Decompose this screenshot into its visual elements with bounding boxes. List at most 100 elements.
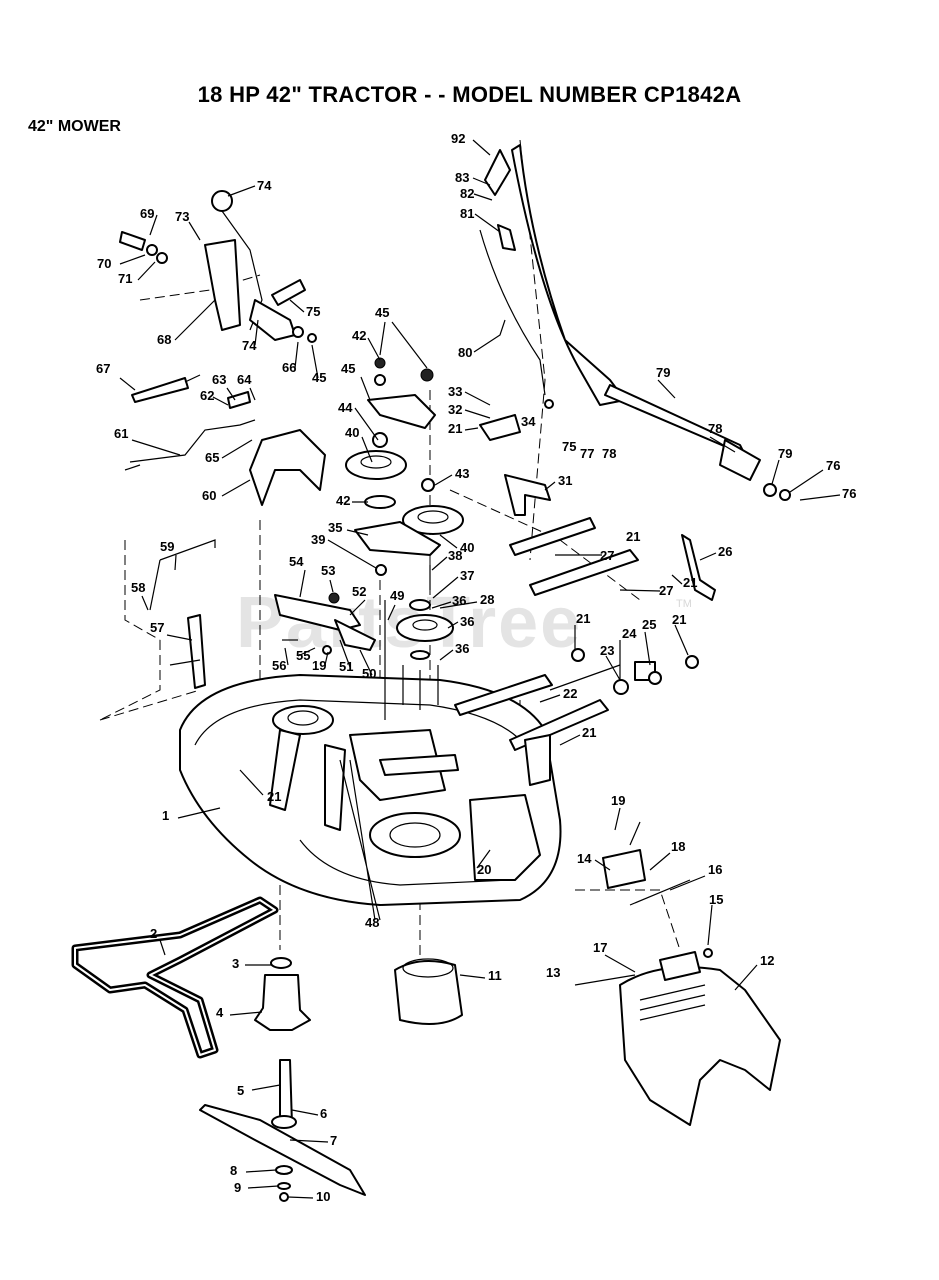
callout-6: 6 [320,1106,327,1121]
callout-78b: 79 [778,446,792,461]
callout-13: 13 [546,965,560,980]
callout-68: 70 [97,256,111,271]
callout-74a: 75 [562,439,576,454]
callout-31: 33 [448,384,462,399]
callout-54: 56 [272,658,286,673]
callout-38: 38 [448,548,462,563]
callout-21c: 21 [683,575,697,590]
callout-76: 78 [708,421,722,436]
callout-39: 39 [311,532,325,547]
callout-27a: 27 [600,548,614,563]
mower-deck [179,674,562,906]
callout-57: 59 [160,539,174,554]
drive-belt [71,896,279,1059]
callout-3: 3 [232,956,239,971]
callout-45a: 45 [312,370,326,385]
callout-35: 36 [460,614,474,629]
callout-21f: 21 [582,725,596,740]
callout-23: 23 [600,643,614,658]
callout-65: 67 [96,361,110,376]
callout-22: 22 [563,686,577,701]
callout-62: 64 [237,372,252,387]
callout-77: 79 [656,365,670,380]
callout-28: 28 [480,592,494,607]
callout-52: 54 [289,554,304,569]
callout-17: 17 [593,940,607,955]
callout-21e: 21 [672,612,686,627]
callout-34: 36 [455,641,469,656]
idler-pulley-assembly [345,357,464,720]
callout-73: 75 [306,304,320,319]
callout-29: 31 [558,473,572,488]
callout-69: 71 [118,271,132,286]
callout-66: 68 [157,332,171,347]
callout-12: 12 [760,953,774,968]
callout-60: 62 [200,388,214,403]
callout-81: 82 [460,186,474,201]
callout-30: 32 [448,402,462,417]
callout-75a: 77 [580,446,594,461]
callout-58: 60 [202,488,216,503]
callout-40b: 40 [460,540,474,555]
trademark-mark: TM [676,598,692,610]
callout-63: 65 [205,450,219,465]
callout-44: 45 [341,361,355,376]
callout-61: 63 [212,372,226,387]
callout-21a: 21 [448,421,462,436]
callout-78a: 78 [602,446,616,461]
callout-19a: 19 [312,658,326,673]
callout-5: 5 [237,1083,244,1098]
callout-labels: 92 83 82 81 74 69 73 70 71 75 68 74 66 4… [96,131,856,1204]
callout-33: 35 [328,520,342,535]
callout-37: 37 [460,568,474,583]
callout-83: 92 [451,131,465,146]
callout-16: 16 [708,862,722,877]
callout-41: 42 [336,493,350,508]
callout-24: 24 [622,626,637,641]
callout-50: 52 [352,584,366,599]
idler-arm-bracket [274,592,376,655]
callout-9: 9 [234,1180,241,1195]
callout-80: 81 [460,206,474,221]
callout-82: 83 [455,170,469,185]
callout-48: 50 [362,666,376,681]
callout-11: 11 [488,968,502,983]
callout-32: 34 [521,414,536,429]
callout-45b: 45 [375,305,389,320]
callout-26: 26 [718,544,732,559]
callout-7: 7 [330,1133,337,1148]
callout-59: 61 [114,426,128,441]
callout-14: 14 [577,851,592,866]
section-title: 42" MOWER [28,118,121,135]
page-title: 18 HP 42" TRACTOR - - MODEL NUMBER CP184… [197,82,742,107]
callout-19b: 19 [611,793,625,808]
callout-40a: 40 [345,425,359,440]
callout-70: 73 [175,209,189,224]
discharge-chute [574,849,781,1126]
lift-handle-assembly [119,190,317,343]
callout-64: 66 [282,360,296,375]
callout-74b: 76 [842,486,856,501]
callout-67: 69 [140,206,154,221]
callout-8: 8 [230,1163,237,1178]
callout-55: 57 [150,620,164,635]
callout-51: 53 [321,563,335,578]
lift-links-left [124,374,326,689]
callout-42b: 43 [455,466,469,481]
callout-27b: 27 [659,583,673,598]
callout-79: 80 [458,345,472,360]
callout-21g: 21 [267,789,281,804]
leader-lines [119,139,841,1199]
callout-21d: 21 [576,611,590,626]
callout-72: 74 [242,338,257,353]
callout-46: 48 [365,915,379,930]
callout-25: 25 [642,617,656,632]
spindle-assembly [199,957,366,1202]
callout-42a: 42 [352,328,366,343]
callout-75b: 76 [826,458,840,473]
callout-20: 20 [477,862,491,877]
callout-2: 2 [150,926,157,941]
callout-47: 49 [390,588,404,603]
callout-49: 51 [339,659,353,674]
